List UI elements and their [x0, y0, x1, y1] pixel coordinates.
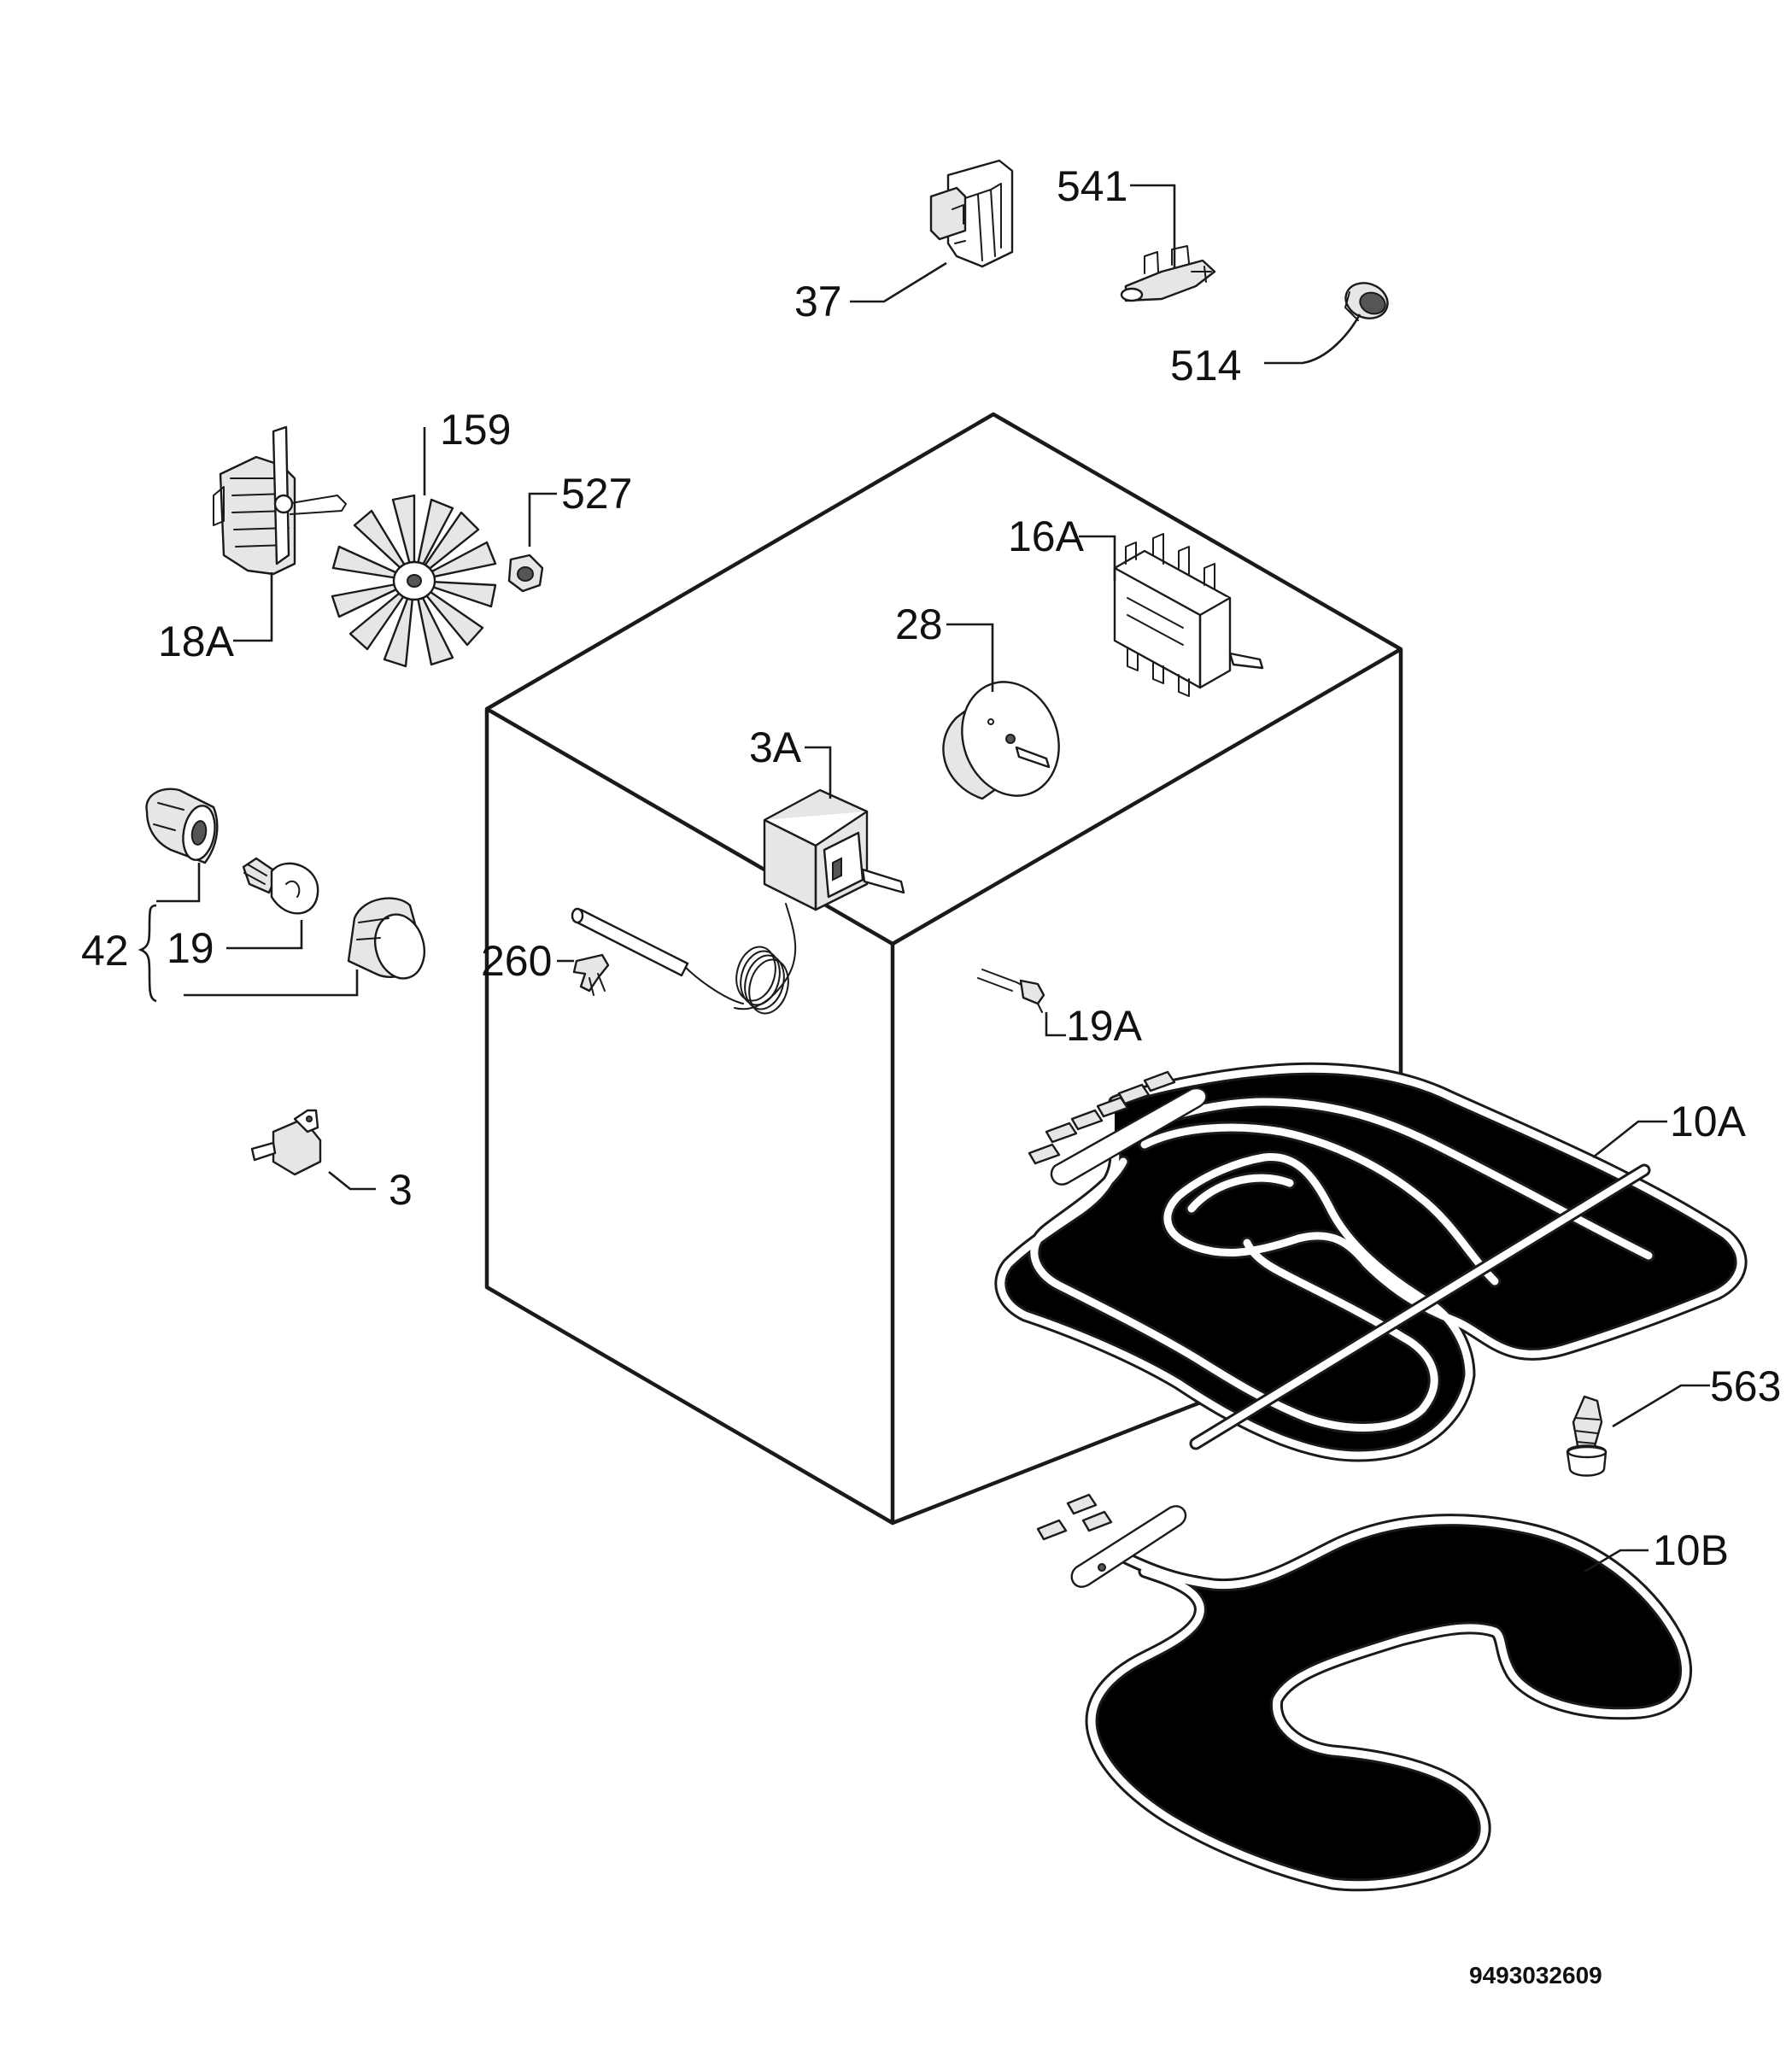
terminal-block-37 [929, 159, 1014, 268]
label-514: 514 [1170, 342, 1241, 390]
part-labels: 37 541 514 159 527 18A 16A 28 3A 42 19 2… [81, 162, 1781, 1988]
nut-527 [507, 554, 544, 593]
wire-connector-19a [977, 969, 1045, 1013]
label-260: 260 [481, 937, 552, 985]
timer-28 [942, 681, 1060, 800]
grommet-514 [1344, 282, 1389, 321]
lamp-holder [145, 788, 219, 864]
terminal-pins-10a [1028, 1070, 1176, 1165]
clip-260 [572, 953, 610, 996]
label-10b: 10B [1653, 1526, 1729, 1574]
drawing-code: 9493032609 [1469, 1962, 1602, 1988]
label-42: 42 [81, 927, 129, 975]
label-3a: 3A [749, 723, 802, 771]
label-563: 563 [1710, 1362, 1781, 1410]
label-541: 541 [1057, 162, 1127, 210]
lamp-cover [347, 897, 425, 980]
label-19a: 19A [1066, 1002, 1143, 1050]
bottom-element-10b [1036, 1493, 1686, 1885]
label-28: 28 [895, 600, 943, 648]
fan-blade-159 [331, 494, 497, 668]
connector-541 [1120, 245, 1216, 302]
ignitor-563 [1566, 1395, 1608, 1477]
lamp-bulb [242, 857, 319, 915]
selector-switch-16a [1113, 533, 1264, 697]
label-37: 37 [794, 278, 842, 325]
label-19: 19 [167, 924, 214, 972]
label-3: 3 [389, 1166, 413, 1214]
thermostat-3a [571, 788, 905, 1015]
label-527: 527 [561, 470, 632, 518]
thermal-cutout-3 [250, 1109, 322, 1176]
label-10a: 10A [1670, 1098, 1747, 1145]
label-18a: 18A [158, 618, 235, 665]
label-16a: 16A [1008, 512, 1085, 560]
leader-lines [138, 184, 1710, 1573]
capillary-coil [735, 946, 789, 1015]
grill-element-10a [1001, 1069, 1741, 1456]
fan-motor-18a [213, 425, 347, 576]
label-159: 159 [440, 406, 511, 454]
